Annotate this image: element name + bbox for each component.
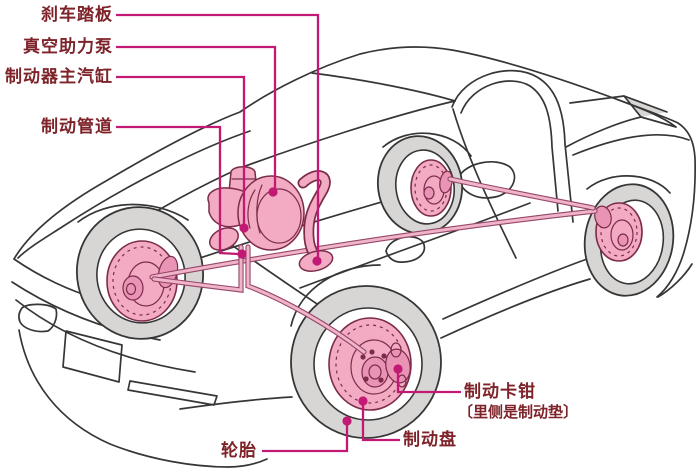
grille-slot xyxy=(127,380,218,406)
label-brake-caliper-note: 〔里侧是制动垫〕 xyxy=(458,404,579,421)
vacuum-booster-shell xyxy=(237,175,305,251)
headlight xyxy=(18,303,58,333)
front-right-caliper xyxy=(439,170,453,194)
front-left-wheel xyxy=(75,206,205,340)
dot-master-cylinder xyxy=(239,223,249,233)
label-vacuum-booster: 真空助力泵 xyxy=(23,37,113,56)
rear-right-wheel xyxy=(583,183,675,297)
label-brake-lines: 制动管道 xyxy=(41,117,113,136)
leader-lines xyxy=(116,13,461,453)
rear-window-shade xyxy=(624,96,667,117)
label-brake-disc: 制动盘 xyxy=(403,430,457,449)
leader-vacuum-booster xyxy=(116,45,277,190)
leader-tire xyxy=(262,425,349,453)
label-brake-caliper: 制动卡钳 xyxy=(464,382,536,401)
leader-brake-caliper xyxy=(396,372,461,394)
leader-brake-pedal xyxy=(116,13,320,258)
leader-brake-lines xyxy=(116,125,239,256)
license-plate xyxy=(62,330,123,383)
label-brake-pedal: 刹车踏板 xyxy=(41,5,113,24)
proportioning-valve xyxy=(209,227,239,251)
dot-brake-caliper xyxy=(393,364,403,374)
label-master-cylinder: 制动器主汽缸 xyxy=(5,67,113,86)
dashboard-hump xyxy=(457,161,516,199)
label-tire: 轮胎 xyxy=(221,441,257,460)
dot-brake-lines xyxy=(237,249,247,259)
rear-left-wheel xyxy=(290,285,442,439)
leader-brake-disc xyxy=(361,404,400,442)
callout-dots xyxy=(237,187,403,426)
dot-vacuum-booster xyxy=(268,187,278,197)
brake-tubes xyxy=(149,176,598,355)
dot-brake-pedal xyxy=(312,256,322,266)
dot-brake-disc xyxy=(358,396,368,406)
leader-master-cylinder xyxy=(116,75,246,226)
rear-right-caliper xyxy=(594,205,612,229)
dot-tire xyxy=(342,416,352,426)
front-right-wheel xyxy=(376,135,464,235)
